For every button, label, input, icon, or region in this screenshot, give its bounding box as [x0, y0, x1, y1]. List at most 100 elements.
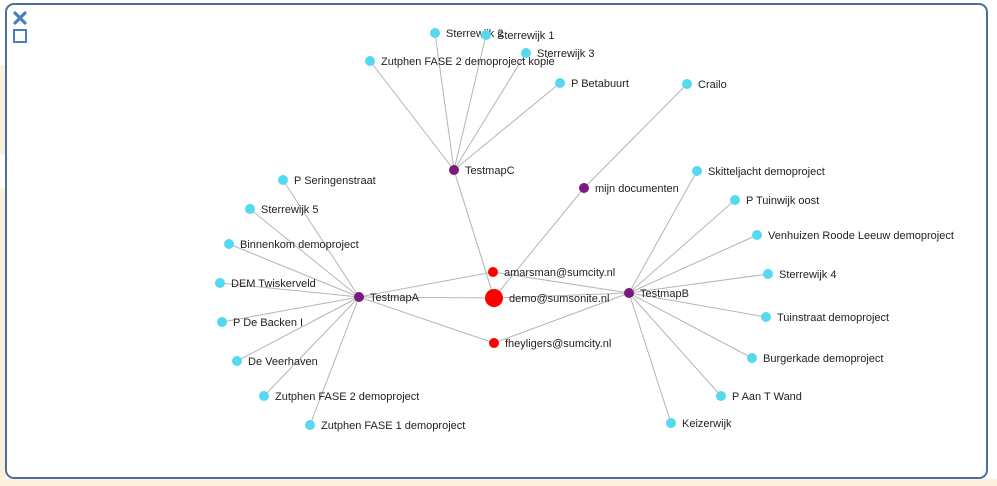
node-label: Zutphen FASE 2 demoproject kopie — [381, 56, 555, 68]
node-label: P Aan T Wand — [732, 391, 802, 403]
project-node-circle[interactable] — [215, 278, 225, 288]
project-node-circle[interactable] — [305, 420, 315, 430]
node-label: TestmapA — [370, 292, 420, 304]
project-node-circle[interactable] — [666, 418, 676, 428]
node-venhuizen[interactable]: Venhuizen Roode Leeuw demoproject — [752, 230, 954, 242]
node-label: Zutphen FASE 1 demoproject — [321, 420, 465, 432]
map-node-circle[interactable] — [354, 292, 364, 302]
edge-testmapB-burgerkade — [628, 292, 753, 359]
edges-layer — [219, 32, 769, 426]
project-node-circle[interactable] — [763, 269, 773, 279]
node-sterrewijk3[interactable]: Sterrewijk 3 — [521, 48, 594, 60]
project-node-circle[interactable] — [224, 239, 234, 249]
project-node-circle[interactable] — [747, 353, 757, 363]
node-debacken[interactable]: P De Backen I — [217, 317, 303, 329]
map-node-circle[interactable] — [579, 183, 589, 193]
node-binnenkom[interactable]: Binnenkom demoproject — [224, 239, 359, 251]
node-label: Tuinstraat demoproject — [777, 312, 889, 324]
user-node-circle[interactable] — [489, 338, 499, 348]
node-testmapB[interactable]: TestmapB — [624, 288, 689, 300]
node-sterrewijk1[interactable]: Sterrewijk 1 — [481, 30, 554, 42]
node-label: Sterrewijk 2 — [446, 28, 503, 40]
node-testmapA[interactable]: TestmapA — [354, 292, 420, 304]
node-mijndoc[interactable]: mijn documenten — [579, 183, 679, 195]
project-node-circle[interactable] — [761, 312, 771, 322]
node-demo[interactable]: demo@sumsonite.nl — [485, 289, 609, 307]
edge-testmapB-sterrewijk4 — [628, 273, 769, 294]
map-node-circle[interactable] — [449, 165, 459, 175]
node-crailo[interactable]: Crailo — [682, 79, 727, 91]
node-label: Sterrewijk 1 — [497, 30, 554, 42]
node-fheyligers[interactable]: fheyligers@sumcity.nl — [489, 338, 611, 350]
node-amarsman[interactable]: amarsman@sumcity.nl — [488, 267, 615, 279]
project-node-circle[interactable] — [730, 195, 740, 205]
background-strip-bottom — [0, 479, 997, 486]
node-label: P De Backen I — [233, 317, 303, 329]
node-zutphenKopie[interactable]: Zutphen FASE 2 demoproject kopie — [365, 56, 555, 68]
node-skitteljacht[interactable]: Skitteljacht demoproject — [692, 166, 825, 178]
node-label: Keizerwijk — [682, 418, 732, 430]
node-label: Burgerkade demoproject — [763, 353, 883, 365]
project-node-circle[interactable] — [217, 317, 227, 327]
node-label: Crailo — [698, 79, 727, 91]
node-testmapC[interactable]: TestmapC — [449, 165, 515, 177]
background-strip-left-lower — [0, 188, 6, 486]
project-node-circle[interactable] — [555, 78, 565, 88]
project-node-circle[interactable] — [752, 230, 762, 240]
project-node-circle[interactable] — [481, 30, 491, 40]
edge-testmapC-sterrewijk1 — [453, 34, 487, 171]
node-sterrewijk4[interactable]: Sterrewijk 4 — [763, 269, 836, 281]
node-label: Venhuizen Roode Leeuw demoproject — [768, 230, 954, 242]
project-node-circle[interactable] — [682, 79, 692, 89]
node-label: P Seringenstraat — [294, 175, 376, 187]
project-node-circle[interactable] — [232, 356, 242, 366]
node-veerhaven[interactable]: De Veerhaven — [232, 356, 318, 368]
node-burgerkade[interactable]: Burgerkade demoproject — [747, 353, 883, 365]
edge-testmapC-zutphenKopie — [369, 60, 455, 171]
node-sterrewijk2[interactable]: Sterrewijk 2 — [430, 28, 503, 40]
node-tuinwijk[interactable]: P Tuinwijk oost — [730, 195, 819, 207]
node-label: fheyligers@sumcity.nl — [505, 338, 611, 350]
node-tuinstraat[interactable]: Tuinstraat demoproject — [761, 312, 889, 324]
node-label: Binnenkom demoproject — [240, 239, 359, 251]
edge-testmapC-demo — [453, 169, 495, 299]
node-label: Sterrewijk 3 — [537, 48, 594, 60]
project-node-circle[interactable] — [430, 28, 440, 38]
project-node-circle[interactable] — [245, 204, 255, 214]
node-label: Sterrewijk 5 — [261, 204, 318, 216]
node-betabuurt[interactable]: P Betabuurt — [555, 78, 629, 90]
node-label: Zutphen FASE 2 demoproject — [275, 391, 419, 403]
node-label: DEM Twiskerveld — [231, 278, 316, 290]
edge-amarsman-testmapA — [358, 271, 494, 298]
node-twiskerveld[interactable]: DEM Twiskerveld — [215, 278, 316, 290]
node-keizerwijk[interactable]: Keizerwijk — [666, 418, 732, 430]
user-node-circle[interactable] — [488, 267, 498, 277]
node-label: De Veerhaven — [248, 356, 318, 368]
edge-testmapA-zutphen1 — [309, 296, 360, 426]
edge-testmapB-tuinstraat — [628, 292, 767, 318]
project-node-circle[interactable] — [365, 56, 375, 66]
project-node-circle[interactable] — [278, 175, 288, 185]
node-label: TestmapB — [640, 288, 689, 300]
project-node-circle[interactable] — [521, 48, 531, 58]
graph-window — [5, 3, 988, 479]
maximize-icon[interactable] — [13, 29, 27, 43]
node-zutphen1[interactable]: Zutphen FASE 1 demoproject — [305, 420, 465, 432]
close-icon[interactable] — [13, 11, 27, 25]
user-node-circle[interactable] — [485, 289, 503, 307]
node-aantwand[interactable]: P Aan T Wand — [716, 391, 802, 403]
node-label: P Tuinwijk oost — [746, 195, 819, 207]
node-zutphen2[interactable]: Zutphen FASE 2 demoproject — [259, 391, 419, 403]
map-node-circle[interactable] — [624, 288, 634, 298]
node-seringen[interactable]: P Seringenstraat — [278, 175, 376, 187]
project-node-circle[interactable] — [716, 391, 726, 401]
edge-testmapA-binnenkom — [228, 243, 360, 298]
node-sterrewijk5[interactable]: Sterrewijk 5 — [245, 204, 318, 216]
project-node-circle[interactable] — [692, 166, 702, 176]
edge-testmapB-tuinwijk — [628, 199, 736, 294]
edge-testmapA-veerhaven — [236, 296, 360, 362]
edge-testmapC-sterrewijk2 — [434, 32, 455, 171]
edge-testmapC-sterrewijk3 — [453, 52, 527, 171]
project-node-circle[interactable] — [259, 391, 269, 401]
node-label: Sterrewijk 4 — [779, 269, 836, 281]
